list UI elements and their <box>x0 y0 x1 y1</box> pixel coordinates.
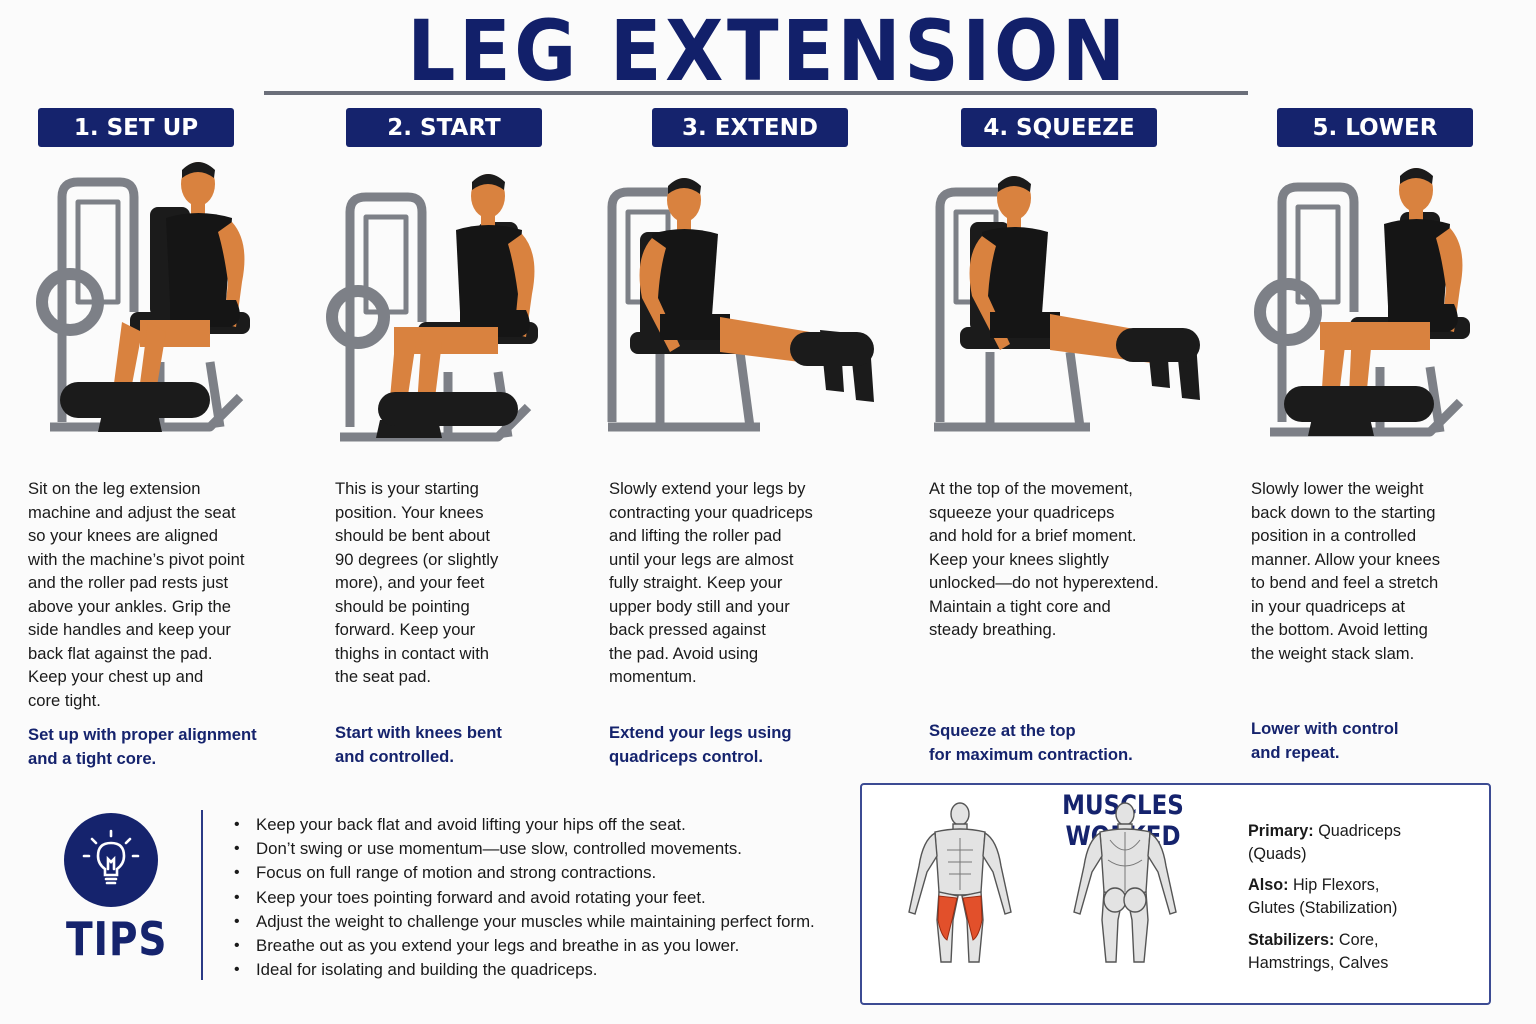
tips-divider <box>201 810 203 980</box>
back-anatomy-figure <box>1073 802 1177 963</box>
step-3-badge: 3. EXTEND <box>652 108 848 147</box>
step-2-illustration <box>326 174 538 442</box>
front-anatomy-figure <box>908 802 1012 963</box>
tips-label: TIPS <box>66 912 168 966</box>
step-5-illustration <box>1254 168 1470 437</box>
tips-list: Keep your back flat and avoid lifting yo… <box>232 813 815 983</box>
step-4-illustration <box>934 176 1200 432</box>
roller-pad <box>60 382 210 418</box>
step-5-badge: 5. LOWER <box>1277 108 1473 147</box>
step-4-description: At the top of the movement,squeeze your … <box>929 479 1159 639</box>
page-title: LEG EXTENSION <box>407 2 1129 100</box>
step-1-illustration <box>36 162 250 432</box>
step-4-badge: 4. SQUEEZE <box>961 108 1157 147</box>
step-2-badge: 2. START <box>346 108 542 147</box>
tip-item: Focus on full range of motion and strong… <box>232 861 815 885</box>
lightbulb-icon <box>82 829 140 885</box>
title-divider <box>264 91 1248 95</box>
step-1-badge: 1. SET UP <box>38 108 234 147</box>
step-3-illustration <box>607 178 874 432</box>
tip-item: Ideal for isolating and building the qua… <box>232 958 815 982</box>
tip-item: Adjust the weight to challenge your musc… <box>232 910 815 934</box>
tip-item: Keep your back flat and avoid lifting yo… <box>232 813 815 837</box>
tips-badge <box>64 813 158 907</box>
primary-muscles: Primary: Quadriceps (Quads) <box>1248 822 1401 863</box>
tip-item: Breathe out as you extend your legs and … <box>232 934 815 958</box>
stabilizer-muscles: Stabilizers: Core, Hamstrings, Calves <box>1248 931 1389 972</box>
secondary-muscles: Also: Hip Flexors, Glutes (Stabilization… <box>1248 876 1398 917</box>
tip-item: Don’t swing or use momentum—use slow, co… <box>232 837 815 861</box>
tip-item: Keep your toes pointing forward and avoi… <box>232 886 815 910</box>
